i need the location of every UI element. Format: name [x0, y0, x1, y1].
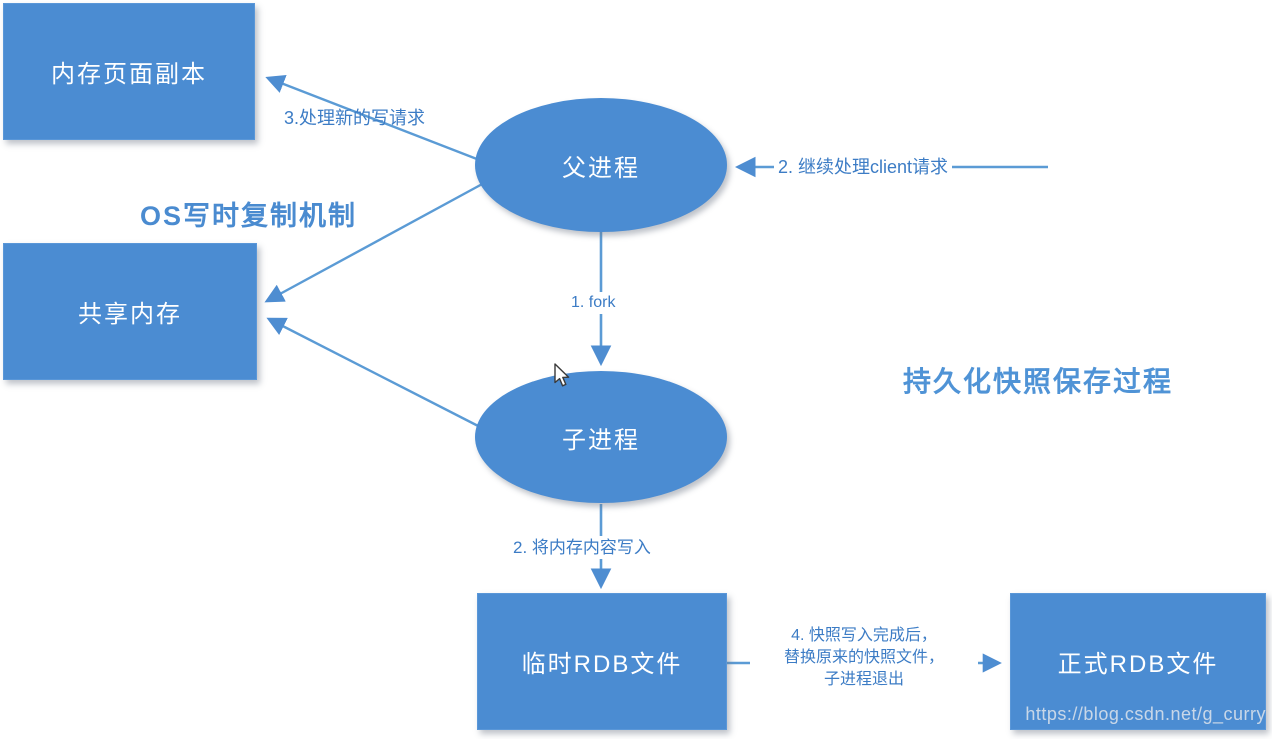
- edge-parent-to-shared-memory-arrow: [264, 174, 498, 303]
- edge-label-client-requests: 2. 继续处理client请求: [774, 155, 953, 180]
- edge-label-replace-snapshot: 4. 快照写入完成后， 替换原来的快照文件， 子进程退出: [750, 623, 978, 693]
- diagram-title: 持久化快照保存过程: [903, 366, 1174, 397]
- node-parent-process-label: 父进程: [562, 154, 640, 182]
- edge-label-replace-snapshot-line2: 替换原来的快照文件，: [783, 649, 944, 666]
- node-official-rdb-file-label: 正式RDB文件: [1057, 651, 1219, 678]
- node-child-process-label: 子进程: [562, 426, 640, 454]
- cow-mechanism-label: OS写时复制机制: [140, 201, 358, 231]
- edge-child-to-shared-memory-arrow: [266, 317, 485, 431]
- edge-label-fork: 1. fork: [567, 292, 620, 314]
- edge-parent-to-memory-copy-arrow: [265, 74, 483, 163]
- edge-label-write-memory: 2. 将内存内容写入: [509, 536, 655, 560]
- node-child-process: 子进程: [475, 371, 727, 503]
- edge-label-replace-snapshot-line3: 子进程退出: [823, 671, 904, 688]
- node-memory-page-copy-label: 内存页面副本: [51, 61, 207, 88]
- mouse-cursor-icon: [554, 363, 570, 387]
- node-temp-rdb-file: 临时RDB文件: [477, 593, 727, 730]
- edge-label-handle-new-writes: 3.处理新的写请求: [284, 108, 426, 128]
- node-memory-page-copy: 内存页面副本: [3, 3, 255, 140]
- watermark-url: https://blog.csdn.net/g_curry: [1025, 704, 1266, 724]
- node-official-rdb-file: 正式RDB文件: [1010, 593, 1266, 730]
- node-shared-memory: 共享内存: [3, 243, 257, 380]
- node-temp-rdb-file-label: 临时RDB文件: [521, 651, 683, 678]
- node-parent-process: 父进程: [475, 98, 727, 232]
- node-shared-memory-label: 共享内存: [78, 301, 182, 328]
- edge-label-replace-snapshot-line1: 4. 快照写入完成后，: [791, 627, 937, 644]
